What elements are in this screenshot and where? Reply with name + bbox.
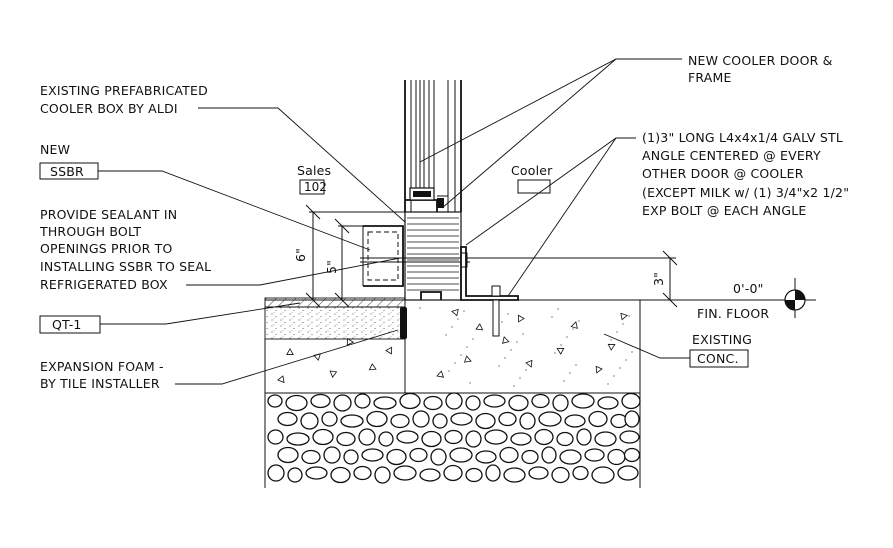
callout-existing-box: EXISTING PREFABRICATED COOLER BOX BY ALD… bbox=[40, 83, 406, 223]
expansion-foam bbox=[400, 307, 407, 339]
ssbr-tag: SSBR bbox=[50, 164, 84, 179]
dim-six: 6" bbox=[293, 248, 308, 262]
room-name-sales: Sales bbox=[297, 163, 331, 178]
callout-existing-conc: EXISTING CONC. bbox=[603, 332, 752, 368]
qt1-tag: QT-1 bbox=[52, 317, 82, 332]
room-number-sales: 102 bbox=[304, 180, 327, 194]
callout-foam: EXPANSION FOAM - BY TILE INSTALLER bbox=[40, 329, 399, 391]
quarry-tile-band bbox=[264, 297, 406, 308]
callout-new-door: NEW COOLER DOOR & FRAME bbox=[419, 53, 833, 209]
elevation-value: 0'-0" bbox=[733, 281, 764, 296]
fin-floor-label: FIN. FLOOR bbox=[697, 306, 769, 321]
existing-box-line-2: COOLER BOX BY ALDI bbox=[40, 101, 178, 116]
callout-ssbr: NEW SSBR bbox=[39, 142, 371, 251]
elevation-marker: 0'-0" FIN. FLOOR bbox=[676, 278, 816, 321]
steel-angle bbox=[460, 246, 519, 337]
room-number-box-cooler bbox=[517, 179, 551, 194]
dim-three: 3" bbox=[651, 272, 666, 286]
ssbr-bumper bbox=[362, 225, 404, 287]
sealant-line-2: THROUGH BOLT bbox=[39, 224, 141, 239]
floor-slab bbox=[264, 297, 641, 394]
gravel-base bbox=[264, 392, 641, 488]
foam-line-2: BY TILE INSTALLER bbox=[40, 376, 160, 391]
sealant-line-5: REFRIGERATED BOX bbox=[40, 277, 168, 292]
angle-line-3: OTHER DOOR @ COOLER bbox=[642, 166, 804, 181]
callout-angle: (1)3" LONG L4x4x1/4 GALV STL ANGLE CENTE… bbox=[465, 130, 849, 297]
angle-line-2: ANGLE CENTERED @ EVERY bbox=[642, 148, 821, 163]
room-number-box bbox=[299, 179, 325, 195]
expansion-bolt bbox=[492, 299, 500, 337]
callout-sealant: PROVIDE SEALANT IN THROUGH BOLT OPENINGS… bbox=[39, 207, 401, 292]
new-door-line-1: NEW COOLER DOOR & bbox=[688, 53, 833, 68]
base-shim bbox=[420, 291, 442, 300]
conc-tag: CONC. bbox=[697, 351, 739, 366]
sealant-line-1: PROVIDE SEALANT IN bbox=[40, 207, 177, 222]
new-door-line-2: FRAME bbox=[688, 70, 732, 85]
angle-line-4: (EXCEPT MILK w/ (1) 3/4"x2 1/2" bbox=[642, 185, 849, 200]
cooler-wall-panel bbox=[404, 80, 462, 301]
ssbr-new-label: NEW bbox=[40, 142, 70, 157]
sealant-line-3: OPENINGS PRIOR TO bbox=[40, 241, 173, 256]
room-name-cooler: Cooler bbox=[511, 163, 553, 178]
room-tags: Sales 102 Cooler bbox=[297, 163, 553, 195]
concrete-aggregate-marks bbox=[277, 307, 633, 387]
foam-line-1: EXPANSION FOAM - bbox=[40, 359, 164, 374]
existing-box-line-1: EXISTING PREFABRICATED bbox=[40, 83, 208, 98]
sealant-line-4: INSTALLING SSBR TO SEAL bbox=[40, 259, 211, 274]
existing-label: EXISTING bbox=[692, 332, 752, 347]
callout-qt1: QT-1 bbox=[39, 302, 301, 334]
dimensions: 6" 5" 3" bbox=[293, 204, 678, 308]
angle-line-1: (1)3" LONG L4x4x1/4 GALV STL bbox=[642, 130, 843, 145]
angle-line-5: EXP BOLT @ EACH ANGLE bbox=[642, 203, 806, 218]
